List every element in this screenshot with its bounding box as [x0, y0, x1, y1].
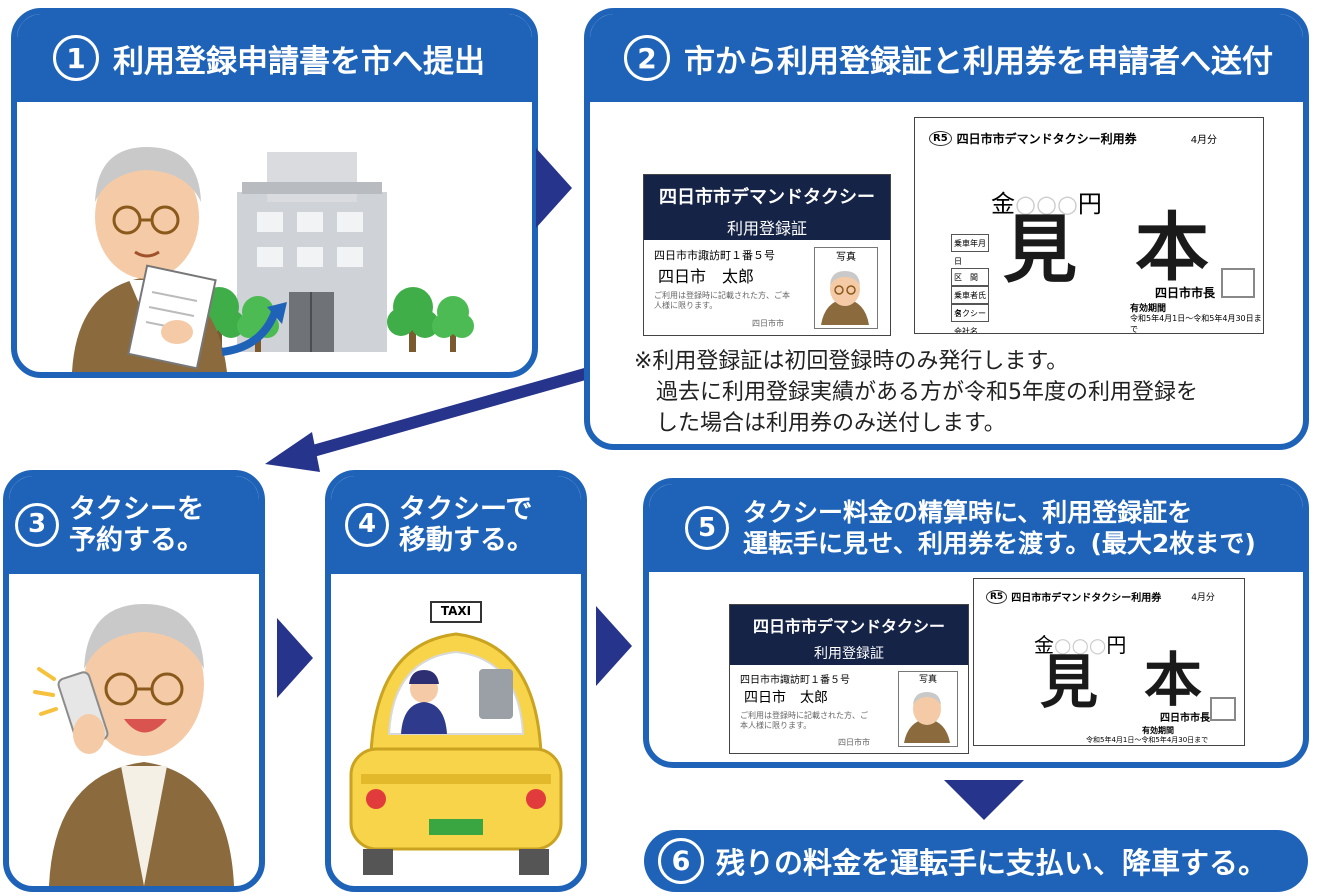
amount-suffix: 円: [1077, 190, 1102, 218]
step-2-panel: 2 市から利用登録証と利用券を申請者へ送付 四日市市デマンドタクシー 利用登録証…: [584, 8, 1309, 450]
step-5-title-line-2: 運転手に見せ、利用券を渡す。(最大2枚まで): [743, 529, 1256, 558]
step-6-banner: 6 残りの料金を運転手に支払い、降車する。: [644, 830, 1308, 892]
step-2-header: 2 市から利用登録証と利用券を申請者へ送付: [590, 14, 1303, 102]
step-1-illustration: [72, 147, 474, 372]
arrow-down-icon: [944, 780, 1024, 820]
registration-card-header: 四日市市デマンドタクシー 利用登録証: [730, 605, 968, 665]
mihon-mark-2: 本: [1144, 646, 1203, 714]
step-3-illustration: [33, 604, 234, 886]
registration-card-header: 四日市市デマンドタクシー 利用登録証: [644, 175, 890, 240]
amount-prefix: 金: [991, 190, 1015, 218]
ticket-period-label: 有効期間: [1142, 726, 1174, 735]
amount-prefix: 金: [1034, 633, 1054, 657]
arrow-right-icon: [536, 148, 572, 228]
registration-card-title: 四日市市デマンドタクシー: [659, 187, 875, 208]
registration-card-subtitle: 利用登録証: [726, 219, 807, 238]
taxi-icon: [349, 601, 563, 875]
ticket-seal: [1221, 268, 1255, 298]
step-2-title: 市から利用登録証と利用券を申請者へ送付: [684, 43, 1273, 80]
amount-suffix: 円: [1106, 633, 1127, 657]
taxi-sign: TAXI: [440, 604, 472, 618]
ticket-header: R5 四日市市デマンドタクシー利用券 4月分: [929, 130, 1217, 147]
ticket-period: 令和5年4月1日～令和5年4月30日まで: [1130, 314, 1262, 334]
ticket-title: 四日市市デマンドタクシー利用券: [956, 132, 1137, 146]
person-icon: [904, 692, 950, 743]
registration-card-name: 四日市 太郎: [744, 690, 828, 706]
ticket-mayor: 四日市市長: [1160, 713, 1210, 724]
registration-card-fine-print: ご利用は登録時に記載された方、ご本人様に限ります。: [740, 711, 868, 731]
registration-card-photo: 写真: [814, 247, 878, 329]
ticket-row: タクシー会社名: [951, 304, 989, 333]
ticket-amount: 金○○○円: [1034, 633, 1127, 657]
registration-card-fine-print: ご利用は登録時に記載された方、ご本人様に限ります。: [654, 291, 790, 311]
registration-card: 四日市市デマンドタクシー 利用登録証 四日市市諏訪町１番５号 四日市 太郎 ご利…: [729, 604, 969, 754]
step-5-header: 5 タクシー料金の精算時に、利用登録証を 運転手に見せ、利用券を渡す。(最大2枚…: [649, 484, 1303, 572]
registration-card-seal: 四日市市: [838, 738, 870, 747]
ticket-amount: 金○○○円: [991, 190, 1102, 218]
person-icon: [821, 271, 869, 325]
ticket-badge: R5: [929, 131, 952, 146]
mihon-mark-1: 見: [1040, 648, 1099, 716]
ticket-badge: R5: [986, 589, 1008, 604]
ticket-period: 令和5年4月1日～令和5年4月30日まで: [1086, 736, 1209, 744]
ticket-mayor: 四日市市長: [1155, 286, 1216, 300]
step-1-title: 利用登録申請書を市へ提出: [113, 43, 485, 80]
phone-icon: [57, 671, 109, 754]
step-3-panel: 3 タクシーを 予約する。: [3, 470, 265, 892]
ticket-period-label: 有効期間: [1130, 304, 1167, 314]
step-5-number: 5: [685, 506, 729, 550]
step-4-header: 4 タクシーで 移動する。: [331, 476, 581, 574]
registration-card-subtitle: 利用登録証: [814, 646, 884, 662]
ticket-title: 四日市市デマンドタクシー利用券: [1011, 593, 1162, 604]
photo-label: 写真: [836, 252, 856, 263]
step-6-title: 残りの料金を運転手に支払い、降車する。: [716, 846, 1268, 880]
registration-card-name: 四日市 太郎: [658, 267, 755, 286]
step-3-title-line-1: タクシーを: [69, 493, 204, 525]
ticket-header: R5 四日市市デマンドタクシー利用券 4月分: [986, 589, 1215, 604]
step-2-note: ※利用登録証は初回登録時のみ発行します。 過去に利用登録実績がある方が令和5年度…: [634, 346, 1294, 440]
photo-label: 写真: [918, 675, 937, 685]
arrow-right-icon: [596, 606, 632, 686]
note-line-2: 過去に利用登録実績がある方が令和5年度の利用登録を: [656, 380, 1198, 406]
step-1-header: 1 利用登録申請書を市へ提出: [17, 14, 532, 102]
ticket-month: 4月分: [1191, 593, 1215, 603]
registration-card: 四日市市デマンドタクシー 利用登録証 四日市市諏訪町１番５号 四日市 太郎 ご利…: [643, 174, 891, 336]
step-2-number: 2: [624, 35, 670, 81]
step-5-title-line-1: タクシー料金の精算時に、利用登録証を: [743, 497, 1193, 527]
ticket-rows: 乗車年月日 区 間 乗車者氏名 タクシー会社名: [951, 234, 1131, 333]
step-4-panel: 4 タクシーで 移動する。 TAXI: [325, 470, 587, 892]
person-icon: [72, 147, 227, 372]
registration-card-address: 四日市市諏訪町１番５号: [740, 675, 850, 686]
registration-card-photo: 写真: [898, 671, 958, 747]
ticket-row: 乗車年月日: [951, 234, 989, 266]
ticket-row: 区 間: [951, 268, 989, 286]
note-line-1: ※利用登録証は初回登録時のみ発行します。: [634, 349, 1069, 374]
step-4-title-line-2: 移動する。: [399, 525, 534, 556]
step-6-number: 6: [658, 838, 704, 884]
step-5-panel: 5 タクシー料金の精算時に、利用登録証を 運転手に見せ、利用券を渡す。(最大2枚…: [643, 478, 1309, 768]
ticket-month: 4月分: [1190, 135, 1218, 146]
mihon-mark-2: 本: [1135, 205, 1209, 291]
arrow-right-icon: [277, 618, 313, 698]
mihon-mark-1: 見: [1003, 207, 1077, 293]
note-line-3: した場合は利用券のみ送付します。: [656, 411, 1006, 437]
step-4-number: 4: [345, 503, 389, 547]
registration-card-address: 四日市市諏訪町１番５号: [654, 249, 775, 262]
registration-card-seal: 四日市市: [752, 319, 784, 328]
person-icon: [49, 604, 234, 886]
step-3-number: 3: [15, 503, 59, 547]
usage-ticket: R5 四日市市デマンドタクシー利用券 4月分 金○○○円 見 本 四日市市長 有…: [973, 578, 1245, 746]
step-3-title-line-2: 予約する。: [69, 525, 204, 556]
step-1-number: 1: [53, 35, 99, 81]
usage-ticket: R5 四日市市デマンドタクシー利用券 4月分 金○○○円 乗車年月日 区 間 乗…: [914, 117, 1264, 334]
step-1-panel: 1 利用登録申請書を市へ提出: [11, 8, 538, 378]
ticket-row: 乗車者氏名: [951, 286, 989, 318]
step-4-title-line-1: タクシーで: [399, 493, 533, 525]
ticket-seal: [1210, 697, 1236, 721]
step-3-header: 3 タクシーを 予約する。: [9, 476, 259, 574]
registration-card-title: 四日市市デマンドタクシー: [752, 617, 945, 636]
